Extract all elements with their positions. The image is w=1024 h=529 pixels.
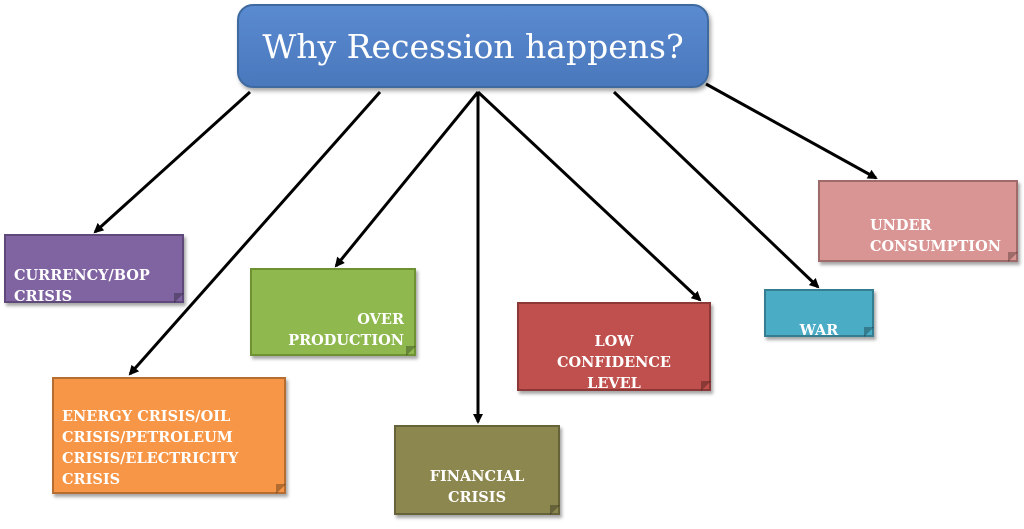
node-financial-crisis: FINANCIAL CRISIS [394, 425, 560, 515]
node-label: ENERGY CRISIS/OIL CRISIS/PETROLEUM CRISI… [62, 408, 239, 488]
node-energy-crisis: ENERGY CRISIS/OIL CRISIS/PETROLEUM CRISI… [52, 377, 286, 494]
arrow-to-under [705, 82, 878, 180]
node-over-production: OVER PRODUCTION [250, 268, 416, 356]
node-label: UNDER CONSUMPTION [870, 217, 1001, 255]
node-low-confidence-level: LOW CONFIDENCE LEVEL [517, 302, 711, 392]
root-title: Why Recession happens? [262, 26, 684, 66]
node-label: FINANCIAL CRISIS [429, 468, 525, 506]
node-label: CURRENCY/BOP CRISIS [14, 267, 150, 305]
arrow-to-low [476, 90, 702, 302]
node-war: WAR [764, 289, 874, 339]
node-label: OVER PRODUCTION [288, 311, 404, 349]
node-currency-bop-crisis: CURRENCY/BOP CRISIS [4, 234, 184, 305]
arrow-to-currency [93, 90, 252, 234]
arrow-to-over [334, 91, 480, 268]
arrow-to-war [612, 90, 820, 289]
recession-causes-diagram: Why Recession happens? CURRENCY/BOP CRIS… [0, 0, 1024, 517]
node-label: LOW CONFIDENCE LEVEL [557, 333, 671, 392]
root-node: Why Recession happens? [237, 4, 709, 88]
node-label: WAR [799, 322, 839, 339]
node-under-consumption: UNDER CONSUMPTION [818, 180, 1018, 262]
connector-layer [93, 82, 878, 424]
